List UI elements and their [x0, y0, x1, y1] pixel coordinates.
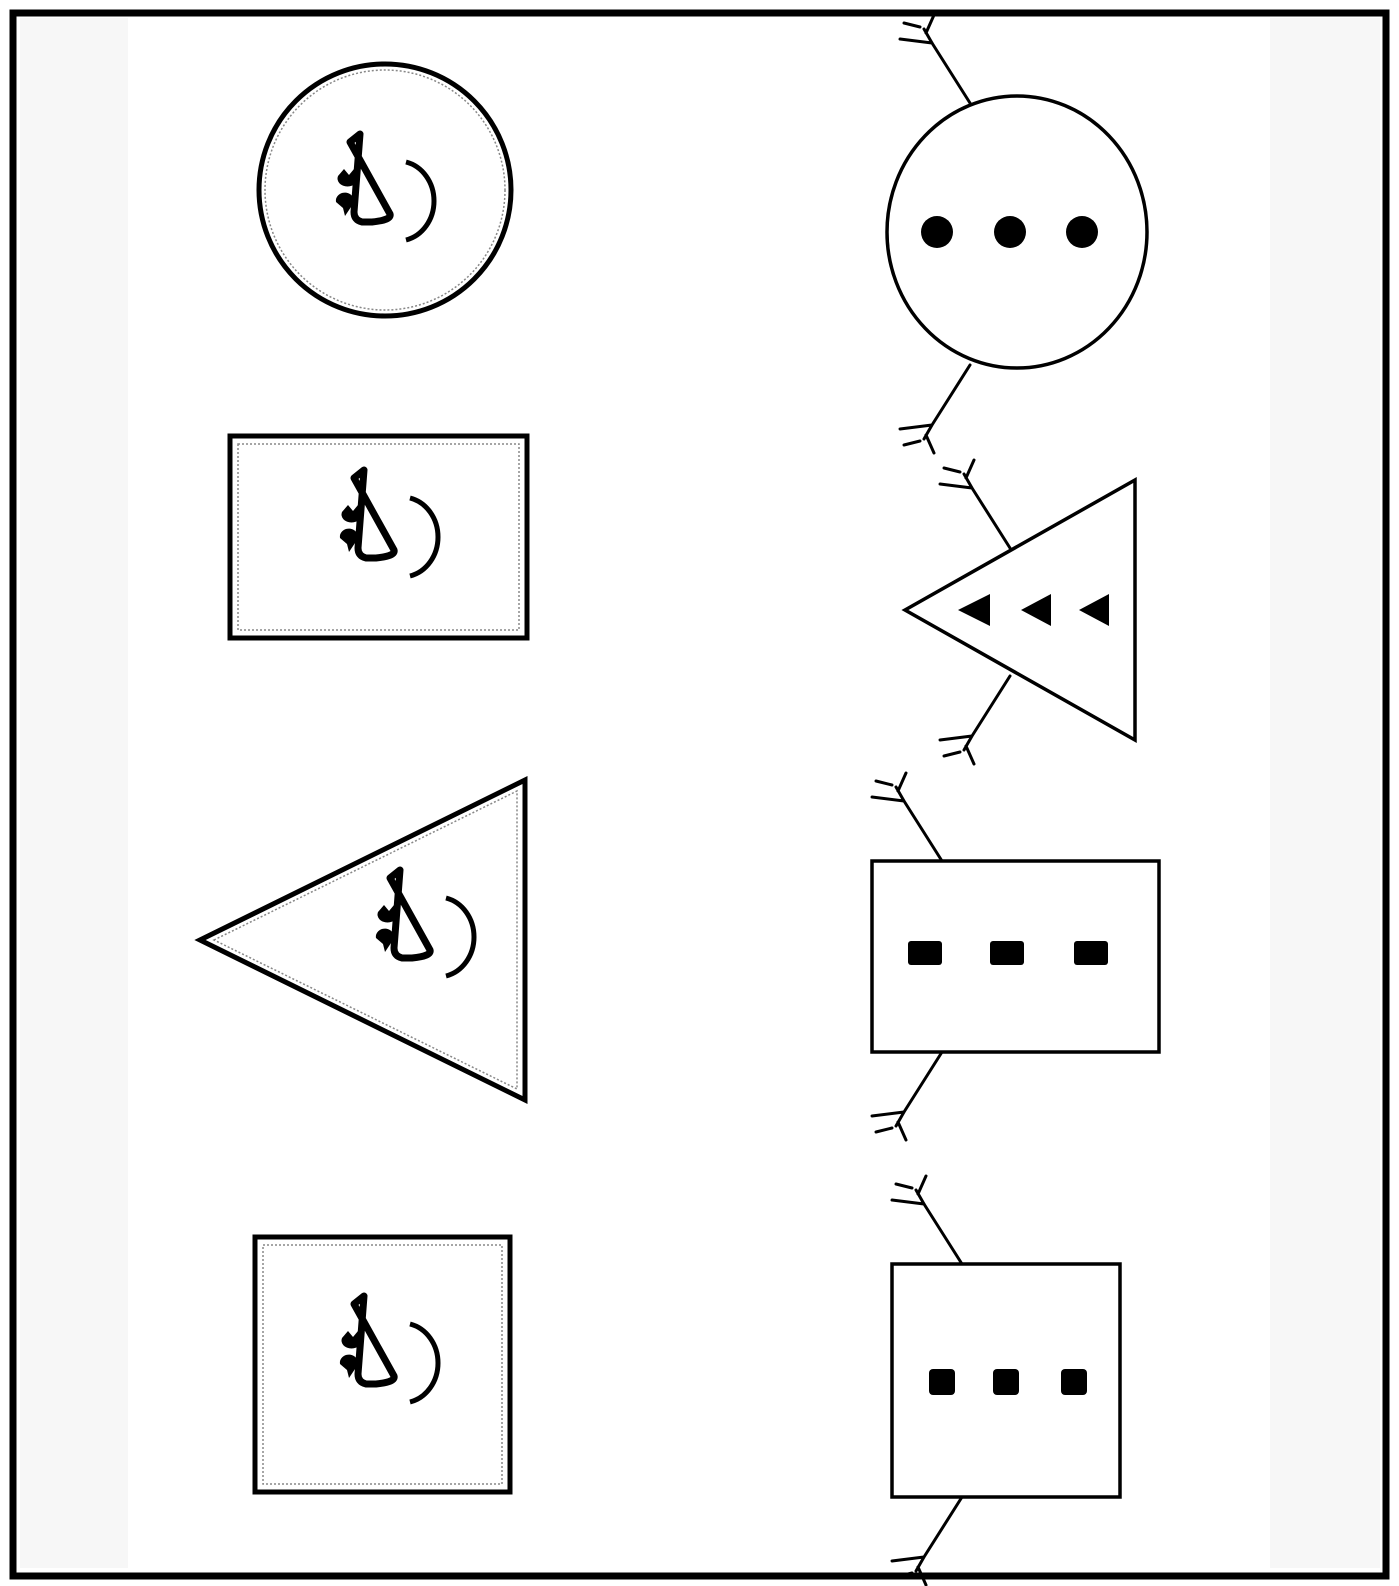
- circle-shape: [259, 64, 511, 316]
- rectangle-shape: [230, 436, 527, 638]
- left-circle-face-card[interactable]: [259, 64, 511, 316]
- square-button-icon: [993, 1369, 1019, 1395]
- square-button-icon: [908, 941, 942, 965]
- left-square-face-card[interactable]: [255, 1237, 510, 1492]
- dot-button-icon: [994, 216, 1026, 248]
- left-rectangle-face-card[interactable]: [230, 436, 527, 638]
- square-shape: [255, 1237, 510, 1492]
- square-button-icon: [929, 1369, 955, 1395]
- dot-button-icon: [921, 216, 953, 248]
- square-button-icon: [990, 941, 1024, 965]
- dot-button-icon: [1066, 216, 1098, 248]
- square-button-icon: [1074, 941, 1108, 965]
- square-button-icon: [1061, 1369, 1087, 1395]
- right-margin-shade: [1270, 18, 1380, 1568]
- left-margin-shade: [20, 18, 128, 1568]
